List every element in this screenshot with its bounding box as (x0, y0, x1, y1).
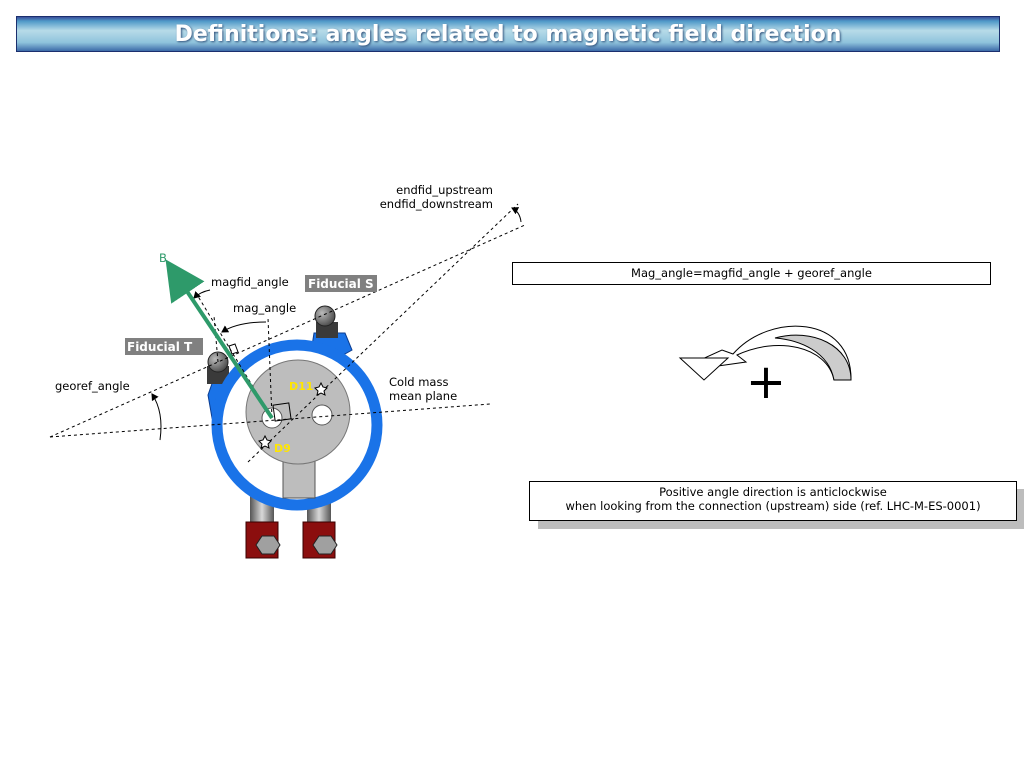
formula-box: Mag_angle=magfid_angle + georef_angle (512, 262, 991, 285)
cold-mass-foot (282, 459, 316, 499)
fiducial-s-badge (305, 275, 377, 292)
note-line-1: Positive angle direction is anticlockwis… (659, 485, 887, 499)
title-bar: Definitions: angles related to magnetic … (16, 16, 1000, 52)
slide-title: Definitions: angles related to magnetic … (174, 22, 842, 47)
star-icon (258, 434, 272, 449)
magfid-angle-label: magfid_angle (211, 275, 289, 289)
b-vector-label: B (159, 251, 167, 265)
hex-nut-icon (255, 535, 281, 555)
cold-mass-label: Cold mass (389, 375, 448, 389)
mag-angle-label: mag_angle (233, 301, 296, 315)
b-field-vector (165, 259, 274, 420)
note-box: Positive angle direction is anticlockwis… (529, 481, 1017, 521)
star-icon (314, 381, 328, 396)
fiducial-s-label: Fiducial S (308, 277, 374, 291)
cold-mass (245, 359, 351, 465)
georef-angle-label: georef_angle (55, 379, 130, 393)
d9-label: D9 (274, 442, 291, 455)
angle-arcs (151, 207, 522, 441)
arrow-head-icon (678, 357, 730, 381)
positive-direction-symbol: + (745, 354, 787, 410)
endfid-upstream-label: endfid_upstream (396, 183, 493, 197)
fiducial-t-label: Fiducial T (127, 340, 193, 354)
d11-label: D11 (289, 380, 313, 393)
arrow-shade (774, 334, 852, 381)
note-line-2: when looking from the connection (upstre… (565, 499, 981, 513)
aperture-right (311, 404, 333, 426)
endfid-downstream-label: endfid_downstream (380, 197, 493, 211)
fiducial-t-badge (125, 338, 203, 355)
hex-nut-icon (312, 535, 338, 555)
mean-plane-label: mean plane (389, 389, 457, 403)
